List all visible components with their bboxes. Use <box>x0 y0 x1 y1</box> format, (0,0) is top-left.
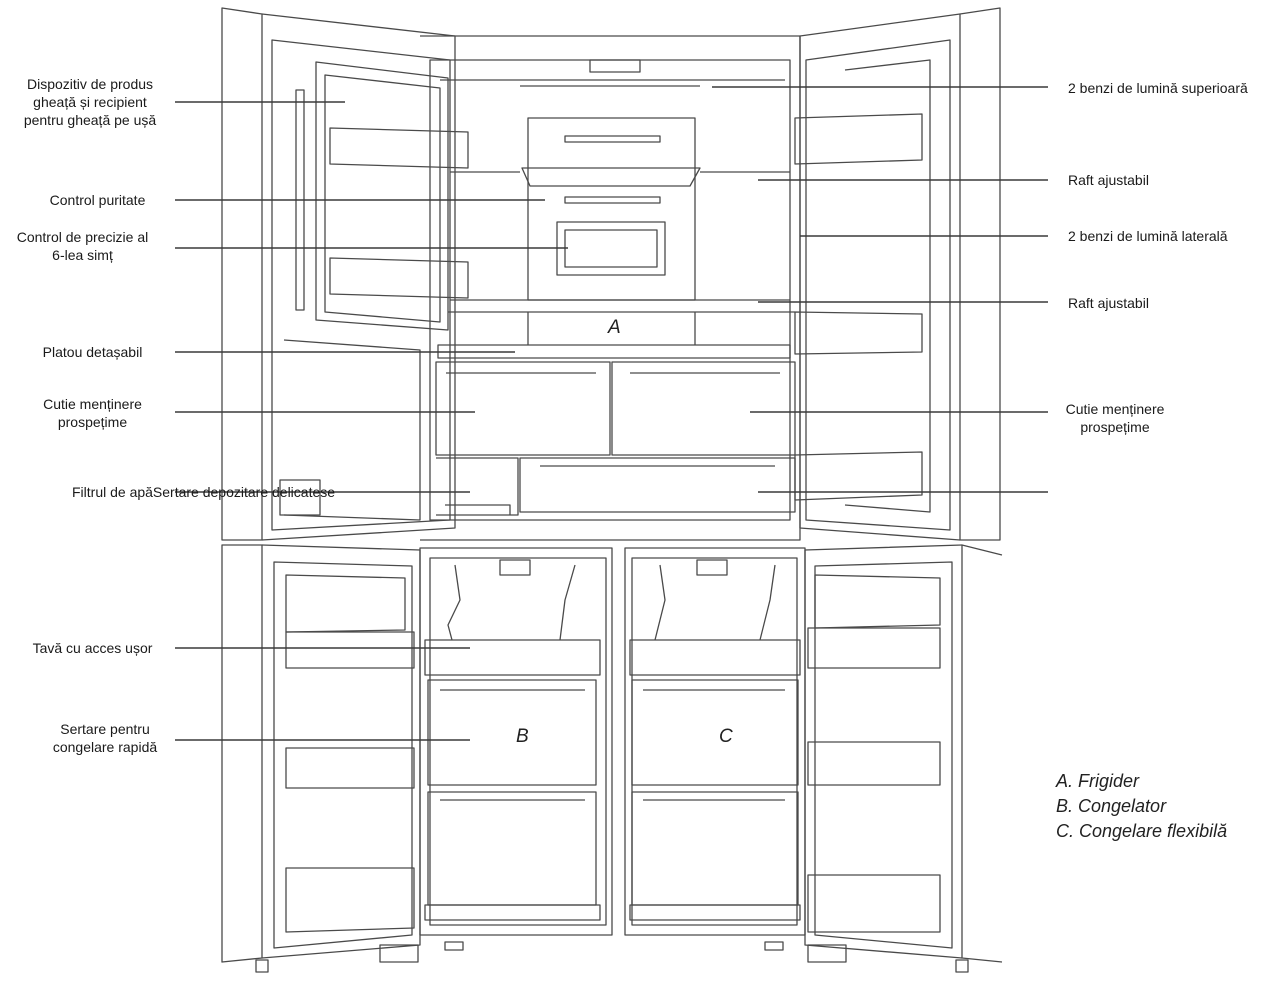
label-shelf-2: Raft ajustabil <box>1068 294 1149 312</box>
fridge-cabinet <box>420 35 801 541</box>
legend-item-a: A. Frigider <box>1056 771 1140 791</box>
label-quick-freeze: Sertare pentru congelare rapidă <box>30 720 180 756</box>
section-mark-a: A <box>607 317 621 338</box>
lower-left-door <box>221 544 421 973</box>
label-top-light: 2 benzi de lumină superioară <box>1068 79 1248 97</box>
label-quick-freeze-text: Sertare pentru congelare rapidă <box>52 721 158 755</box>
label-freshness-box-right: Cutie menținere prospețime <box>1050 400 1180 436</box>
label-freshness-box-left-text: Cutie menținere prospețime <box>43 396 142 430</box>
label-ice-dispenser-text: Dispozitiv de produs gheață și recipient… <box>23 76 157 128</box>
lower-right-door <box>804 544 1003 973</box>
label-precision-control-text: Control de precizie al 6-lea simț <box>16 229 149 263</box>
label-water-filter-text: Filtrul de apăSertare depozitare delicat… <box>72 484 336 500</box>
legend-item-b: B. Congelator <box>1056 796 1167 816</box>
leader-lines <box>175 86 1048 741</box>
label-removable-tray: Platou detașabil <box>20 343 165 361</box>
label-freshness-box-left: Cutie menținere prospețime <box>20 395 165 431</box>
label-easy-access-tray: Tavă cu acces ușor <box>15 639 170 657</box>
label-top-light-text: 2 benzi de lumină superioară <box>1068 80 1248 96</box>
label-purity-control-text: Control puritate <box>49 192 146 208</box>
section-mark-b: B <box>516 726 529 747</box>
freezer-cabinet <box>419 547 806 951</box>
label-purity-control: Control puritate <box>20 191 175 209</box>
label-precision-control: Control de precizie al 6-lea simț <box>0 228 165 264</box>
upper-left-door <box>221 7 469 541</box>
label-water-filter: Filtrul de apăSertare depozitare delicat… <box>72 483 335 501</box>
label-shelf-2-text: Raft ajustabil <box>1068 295 1149 311</box>
label-freshness-box-right-text: Cutie menținere prospețime <box>1065 401 1165 435</box>
label-side-light-text: 2 benzi de lumină laterală <box>1068 228 1228 244</box>
label-shelf-1: Raft ajustabil <box>1068 171 1149 189</box>
label-ice-dispenser: Dispozitiv de produs gheață și recipient… <box>10 75 170 129</box>
section-mark-c: C <box>719 726 733 747</box>
label-easy-access-tray-text: Tavă cu acces ușor <box>32 640 153 656</box>
upper-right-door <box>794 7 1001 541</box>
label-shelf-1-text: Raft ajustabil <box>1068 172 1149 188</box>
label-side-light: 2 benzi de lumină laterală <box>1068 227 1228 245</box>
legend: A. Frigider B. Congelator C. Congelare f… <box>1056 769 1227 844</box>
legend-item-c: C. Congelare flexibilă <box>1056 821 1228 841</box>
label-removable-tray-text: Platou detașabil <box>42 344 143 360</box>
